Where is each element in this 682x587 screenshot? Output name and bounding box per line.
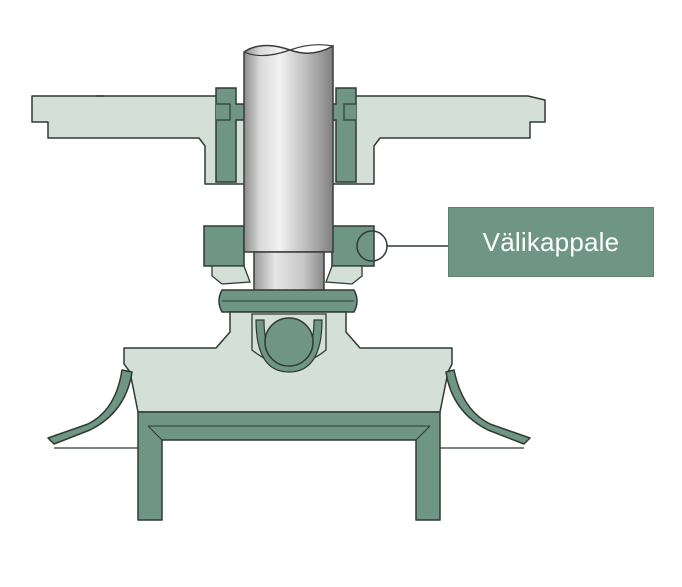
shaft-upper: [243, 44, 334, 253]
spacer-left-lower: [211, 265, 251, 285]
upper-right-clamp-notch: [343, 103, 356, 121]
right-wing-flange: [445, 369, 531, 445]
spacer-left: [203, 225, 245, 267]
callout-label-text: Välikappale: [482, 227, 620, 257]
lower-frame-inner-right: [415, 425, 431, 441]
spacer-right-lower: [325, 265, 363, 285]
left-wing-flange: [47, 369, 133, 445]
lower-frame: [137, 411, 441, 521]
callout-label-box: Välikappale: [448, 207, 654, 277]
shaft-top-cut: [243, 44, 334, 57]
upper-left-clamp-notch: [216, 103, 231, 121]
ball-bearing: [264, 317, 314, 367]
lower-frame-inner-left: [147, 425, 163, 441]
